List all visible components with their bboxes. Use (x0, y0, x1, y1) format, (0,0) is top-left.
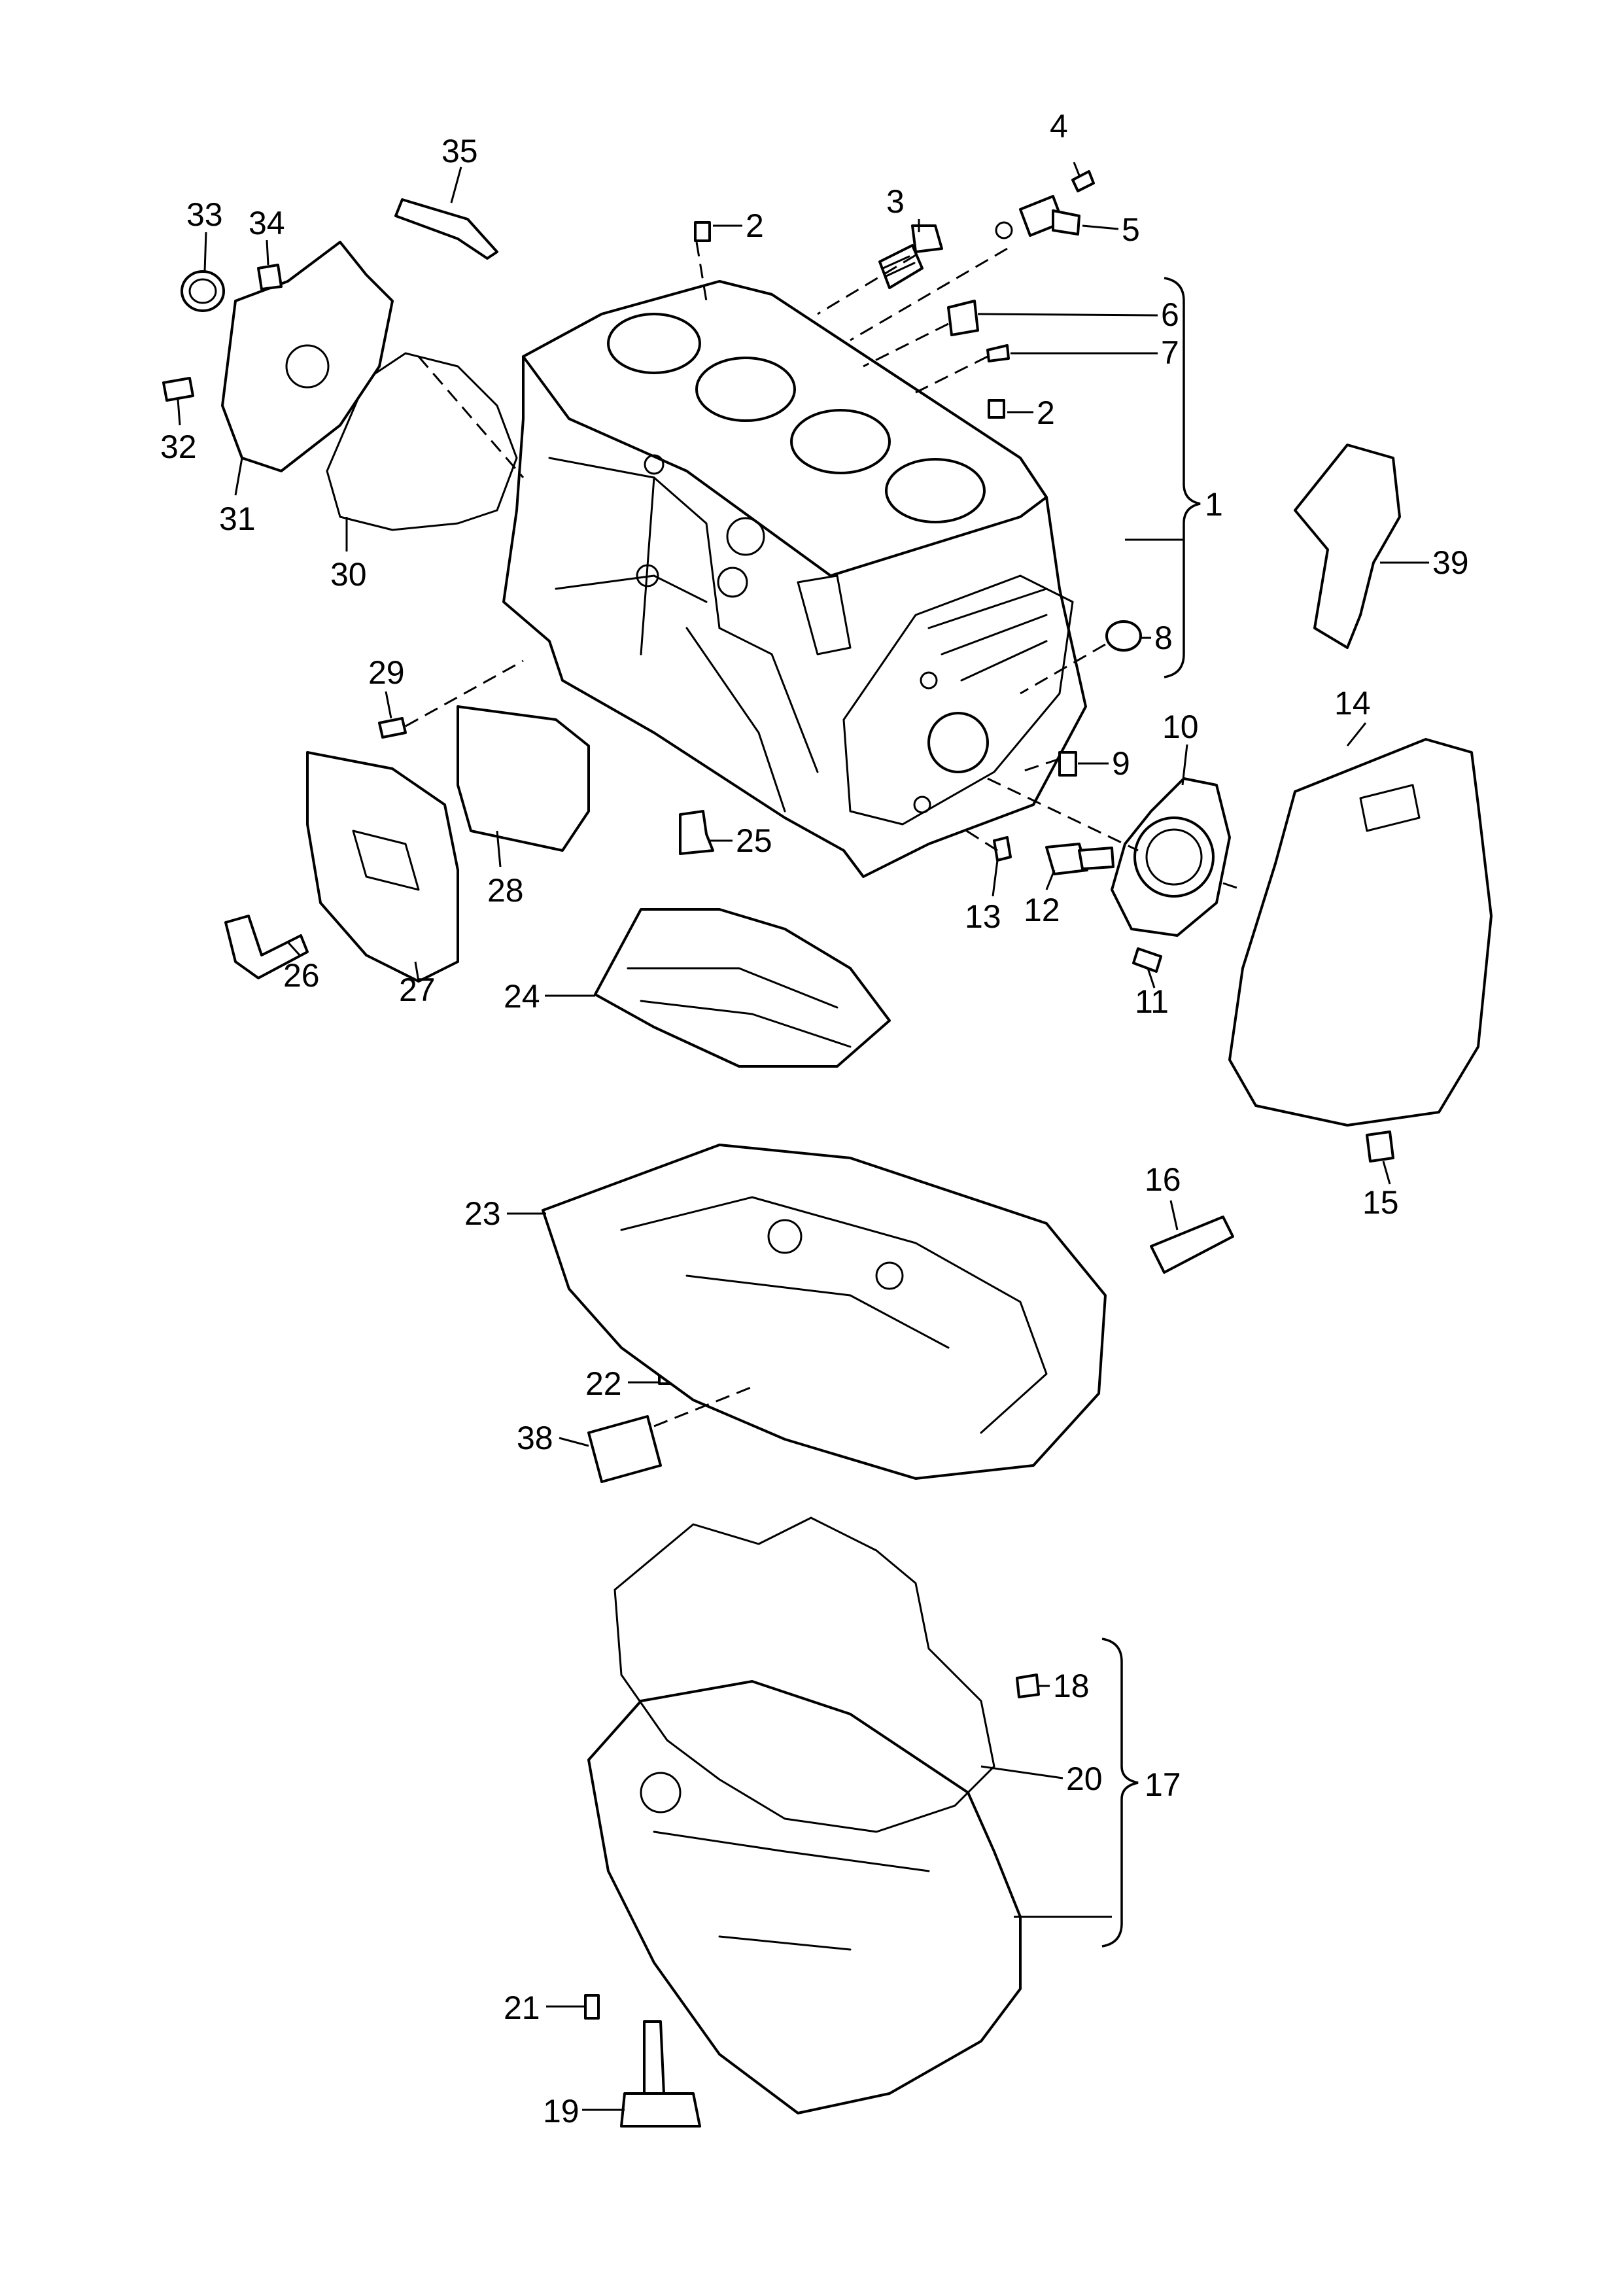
callout-27: 27 (399, 972, 436, 1008)
gasket-20 (613, 1516, 995, 1833)
callout-18: 18 (1053, 1668, 1090, 1704)
seal-flange-10 (1111, 777, 1231, 937)
bolt-11 (1132, 947, 1162, 973)
sealant-tube-35 (394, 198, 498, 260)
bolt-29 (378, 717, 407, 739)
sensor-25 (679, 810, 714, 855)
module-28 (457, 705, 590, 852)
callout-16: 16 (1145, 1161, 1181, 1198)
callout-7: 7 (1161, 334, 1179, 371)
callout-labels: 1 2 2 3 4 5 6 7 8 9 10 11 12 13 14 15 16… (160, 108, 1469, 2129)
o-ring-33 (181, 270, 225, 312)
dowel-9 (1058, 751, 1077, 777)
hose-26 (224, 915, 309, 979)
bolt-32 (162, 377, 194, 402)
plug-2-upper (694, 221, 711, 242)
callout-13: 13 (965, 898, 1001, 935)
callout-21: 21 (504, 1989, 540, 2026)
brace-group-17 (1101, 1638, 1139, 1948)
oil-pan-upper-23 (542, 1144, 1107, 1480)
plug-2-lower (988, 399, 1005, 419)
oil-pan-17 (587, 1680, 1022, 2114)
callout-30: 30 (330, 556, 367, 593)
callout-14: 14 (1334, 685, 1371, 722)
callout-23: 23 (464, 1195, 501, 1232)
leader-lines (177, 162, 1429, 2111)
drain-19 (620, 2020, 701, 2128)
callout-34: 34 (249, 205, 285, 241)
callout-20: 20 (1066, 1761, 1103, 1797)
callout-3: 3 (886, 183, 905, 220)
bolt-13 (993, 836, 1012, 862)
callout-15: 15 (1362, 1184, 1399, 1221)
engine-block (502, 280, 1087, 878)
callout-39: 39 (1432, 544, 1469, 581)
callout-2-upper: 2 (746, 207, 764, 244)
callout-6: 6 (1161, 296, 1179, 333)
gasket-plate-14 (1228, 738, 1493, 1127)
plug-18 (1016, 1673, 1040, 1698)
callout-19: 19 (543, 2093, 579, 2129)
callout-9: 9 (1112, 745, 1130, 782)
callout-28: 28 (487, 872, 524, 909)
callout-2-lower: 2 (1037, 394, 1055, 431)
callout-35: 35 (441, 133, 478, 169)
callout-10: 10 (1162, 709, 1199, 745)
bolt-34 (257, 264, 283, 290)
callout-26: 26 (283, 957, 320, 994)
callout-22: 22 (585, 1365, 622, 1402)
callout-8: 8 (1154, 620, 1173, 656)
brace-group-1 (1164, 277, 1201, 678)
callout-25: 25 (736, 822, 772, 859)
sensor-5 (995, 195, 1080, 239)
bolt-21 (584, 1994, 600, 2020)
bracket-31 (221, 241, 394, 472)
sealant-tube-16 (1150, 1216, 1234, 1274)
baffle-24 (594, 908, 891, 1068)
bolt-4 (1071, 170, 1095, 192)
callout-5: 5 (1122, 211, 1140, 248)
callout-29: 29 (368, 654, 405, 691)
gasket-30 (326, 352, 518, 531)
pin-7 (986, 344, 1010, 362)
sensor-3 (878, 224, 943, 289)
callout-12: 12 (1024, 892, 1060, 928)
callout-11: 11 (1135, 983, 1169, 1020)
callout-17: 17 (1145, 1766, 1181, 1803)
cover-27 (306, 751, 459, 983)
callout-33: 33 (186, 196, 223, 233)
sensor-12 (1045, 843, 1114, 875)
plug-8 (1105, 620, 1142, 652)
callout-32: 32 (160, 429, 197, 465)
callout-24: 24 (504, 978, 540, 1015)
callout-1: 1 (1205, 486, 1223, 523)
callout-31: 31 (219, 500, 256, 537)
sleeve-15 (1366, 1130, 1394, 1163)
sleeve-6 (947, 300, 979, 336)
guard-39 (1294, 444, 1401, 649)
filter-38 (587, 1415, 662, 1483)
callout-4: 4 (1050, 108, 1068, 145)
callout-38: 38 (517, 1420, 553, 1456)
